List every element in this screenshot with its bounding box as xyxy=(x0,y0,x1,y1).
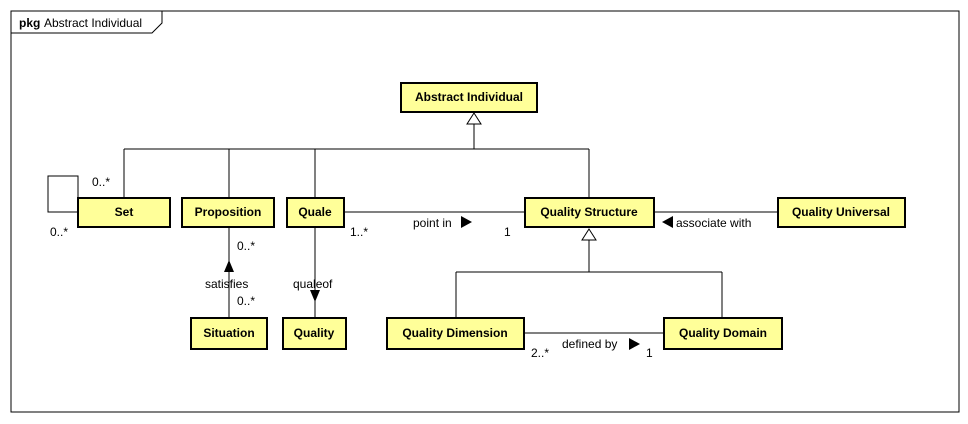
class-name: Quality Domain xyxy=(679,326,767,340)
generalization-arrowhead-icon xyxy=(581,228,597,241)
set-self-multiplicity-bottom: 0..* xyxy=(50,225,68,239)
class-name: Quality xyxy=(294,326,335,340)
class-proposition[interactable]: Proposition xyxy=(181,197,275,228)
set-self-multiplicity-top: 0..* xyxy=(92,175,110,189)
satisfies-label: satisfies xyxy=(205,277,248,291)
generalization-abstract-individual xyxy=(123,112,590,197)
class-abstract-individual[interactable]: Abstract Individual xyxy=(400,82,538,113)
package-keyword: pkg xyxy=(19,16,40,30)
association-set-self: 0..* 0..* xyxy=(47,175,110,239)
qualeof-direction-icon xyxy=(310,290,320,302)
class-name: Abstract Individual xyxy=(415,90,523,104)
class-quality-universal[interactable]: Quality Universal xyxy=(777,197,906,228)
point-in-label: point in xyxy=(413,216,452,230)
association-point-in: point in 1..* 1 xyxy=(344,211,525,239)
generalization-quality-structure xyxy=(455,228,723,318)
defined-by-label: defined by xyxy=(562,337,617,351)
satisfies-multiplicity-proposition: 0..* xyxy=(237,239,255,253)
association-defined-by: defined by 2..* 1 xyxy=(524,332,664,360)
point-in-direction-icon xyxy=(461,216,472,228)
association-satisfies: satisfies 0..* 0..* xyxy=(205,228,255,318)
class-quality-dimension[interactable]: Quality Dimension xyxy=(386,317,525,350)
defined-by-multiplicity-domain: 1 xyxy=(646,346,653,360)
defined-by-direction-icon xyxy=(629,338,640,350)
point-in-multiplicity-structure: 1 xyxy=(504,225,511,239)
class-name: Quale xyxy=(298,205,332,219)
class-name: Quality Universal xyxy=(792,205,890,219)
class-quality-structure[interactable]: Quality Structure xyxy=(524,197,655,228)
qualeof-label: qualeof xyxy=(293,277,333,291)
association-qualeof: qualeof xyxy=(293,228,333,318)
generalization-arrowhead-icon xyxy=(466,112,482,125)
point-in-multiplicity-quale: 1..* xyxy=(350,225,368,239)
class-quality[interactable]: Quality xyxy=(282,317,347,350)
class-quale[interactable]: Quale xyxy=(286,197,345,228)
class-name: Quality Dimension xyxy=(402,326,507,340)
class-quality-domain[interactable]: Quality Domain xyxy=(663,317,783,350)
package-name: Abstract Individual xyxy=(44,16,142,30)
class-situation[interactable]: Situation xyxy=(190,317,268,350)
associate-with-label: associate with xyxy=(676,216,751,230)
class-name: Quality Structure xyxy=(540,205,638,219)
satisfies-direction-icon xyxy=(224,260,234,272)
defined-by-multiplicity-dimension: 2..* xyxy=(531,346,549,360)
association-associate-with: associate with xyxy=(654,211,778,230)
satisfies-multiplicity-situation: 0..* xyxy=(237,294,255,308)
class-name: Situation xyxy=(203,326,254,340)
class-name: Proposition xyxy=(195,205,262,219)
class-name: Set xyxy=(115,205,134,219)
associate-with-direction-icon xyxy=(662,216,673,228)
class-set[interactable]: Set xyxy=(77,197,171,228)
